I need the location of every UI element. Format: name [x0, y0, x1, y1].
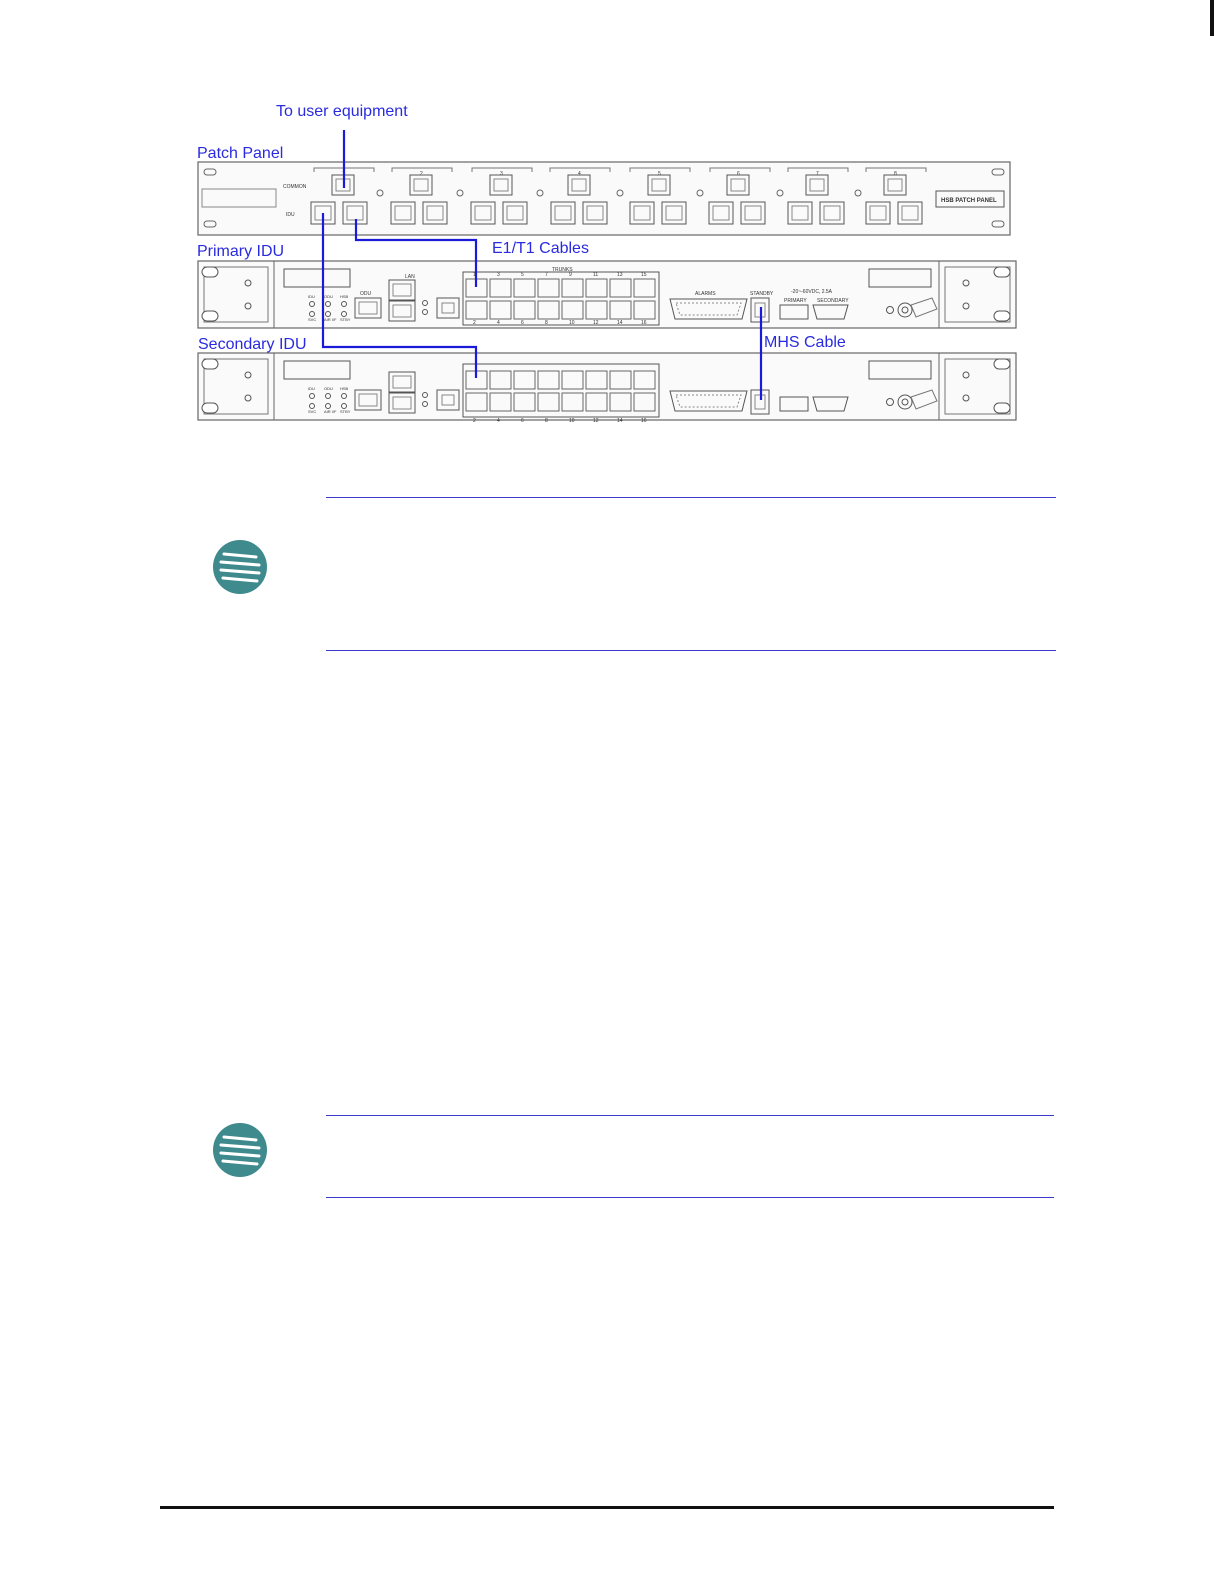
patch-panel: COMMON IDU HSB PATCH PANEL 1 2 3 — [197, 161, 1011, 236]
svg-text:8: 8 — [894, 171, 897, 177]
led-label: ODU — [324, 386, 333, 391]
trunk-port-number: 6 — [521, 418, 524, 424]
trunk-port-number: 8 — [545, 320, 548, 326]
trunk-port-number: 16 — [641, 320, 647, 326]
svg-text:7: 7 — [816, 171, 819, 177]
note-icon — [213, 1123, 267, 1177]
label-to-user-equipment: To user equipment — [276, 103, 408, 120]
led-label: SVC — [308, 317, 316, 322]
led-label: ODU — [324, 294, 333, 299]
label-secondary-idu: Secondary IDU — [198, 336, 307, 353]
led-label: HSB — [340, 386, 349, 391]
svg-text:4: 4 — [578, 171, 581, 177]
hsb-connection-diagram: To user equipment Patch Panel Primary ID… — [190, 95, 1030, 435]
trunk-port-number: 9 — [569, 272, 572, 278]
patch-group-3: 3 — [470, 167, 544, 225]
note-2-top-rule — [326, 1115, 1054, 1116]
led-label: STBY — [340, 317, 351, 322]
trunk-port-number: 1 — [473, 272, 476, 278]
trunk-port-number: 4 — [497, 320, 500, 326]
primary-idu: ODU LAN TRUNKS ALARMS STANDBY -20~-60VDC… — [197, 260, 1017, 329]
svg-text:TRUNKS: TRUNKS — [552, 267, 573, 273]
panel-common-text: COMMON — [283, 184, 307, 190]
svg-text:3: 3 — [500, 171, 503, 177]
led-label: AIR I/F — [324, 317, 337, 322]
trunk-port-number: 14 — [617, 320, 623, 326]
trunk-port-number: 13 — [617, 272, 623, 278]
panel-idu-text: IDU — [286, 212, 295, 218]
led-label: HSB — [340, 294, 349, 299]
secondary-idu — [197, 352, 1017, 421]
trunk-port-number: 2 — [473, 418, 476, 424]
trunk-port-number: 4 — [497, 418, 500, 424]
trunk-port-number: 12 — [593, 320, 599, 326]
led-label: IDU — [308, 386, 315, 391]
patch-group-5: 5 — [629, 167, 704, 225]
page-edge-marker — [1210, 0, 1214, 36]
trunk-port-number: 3 — [497, 272, 500, 278]
patch-group-2: 2 — [390, 167, 464, 225]
panel-hsb-text: HSB PATCH PANEL — [941, 198, 997, 204]
trunk-port-number: 10 — [569, 320, 575, 326]
led-label: IDU — [308, 294, 315, 299]
cable-e1t1-secondary — [321, 213, 478, 378]
svg-text:LAN: LAN — [405, 274, 415, 280]
trunk-port-number: 5 — [521, 272, 524, 278]
trunk-port-number: 15 — [641, 272, 647, 278]
note-1-top-rule — [326, 497, 1056, 498]
label-e1t1-cables: E1/T1 Cables — [492, 240, 589, 257]
trunk-port-number: 2 — [473, 320, 476, 326]
led-label: STBY — [340, 409, 351, 414]
svg-text:STANDBY: STANDBY — [750, 291, 774, 297]
footer-rule — [160, 1506, 1054, 1509]
label-mhs-cable: MHS Cable — [764, 334, 846, 351]
led-label: AIR I/F — [324, 409, 337, 414]
trunk-port-number: 12 — [593, 418, 599, 424]
patch-group-7: 7 — [787, 167, 862, 225]
note-2-bottom-rule — [326, 1197, 1054, 1198]
trunk-port-number: 10 — [569, 418, 575, 424]
note-icon — [213, 540, 267, 594]
svg-text:5: 5 — [658, 171, 661, 177]
trunk-port-number: 6 — [521, 320, 524, 326]
cables — [321, 130, 763, 400]
svg-text:2: 2 — [420, 171, 423, 177]
trunk-port-number: 7 — [545, 272, 548, 278]
label-patch-panel: Patch Panel — [197, 145, 283, 162]
svg-text:ODU: ODU — [360, 291, 372, 297]
svg-text:SECONDARY: SECONDARY — [817, 298, 849, 304]
svg-text:ALARMS: ALARMS — [695, 291, 716, 297]
trunk-port-number: 14 — [617, 418, 623, 424]
patch-group-8: 8 — [865, 167, 927, 225]
patch-group-6: 6 — [708, 167, 784, 225]
trunk-port-number: 8 — [545, 418, 548, 424]
svg-text:PRIMARY: PRIMARY — [784, 298, 807, 304]
trunk-port-number: 11 — [593, 272, 598, 278]
led-label: SVC — [308, 409, 316, 414]
svg-text:6: 6 — [737, 171, 740, 177]
label-primary-idu: Primary IDU — [197, 243, 284, 260]
patch-group-4: 4 — [549, 167, 624, 225]
svg-text:-20~-60VDC, 2.5A: -20~-60VDC, 2.5A — [791, 289, 833, 295]
trunk-port-number: 16 — [641, 418, 647, 424]
note-1-bottom-rule — [326, 650, 1056, 651]
cable-e1t1-primary — [354, 219, 478, 287]
